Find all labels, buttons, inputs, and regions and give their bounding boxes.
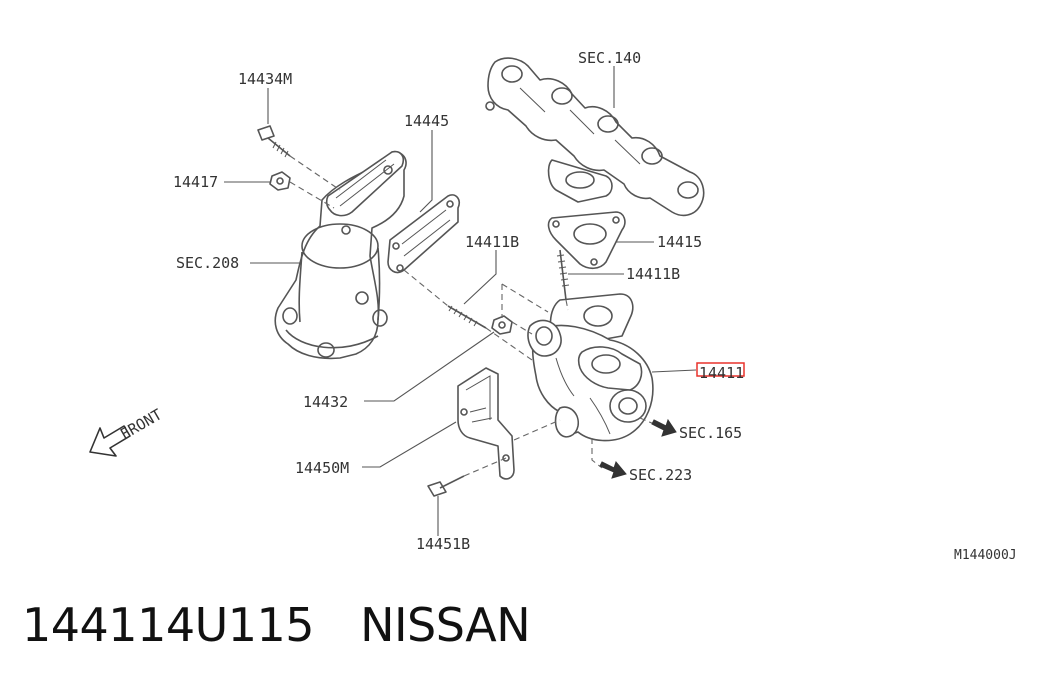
callout-14415: 14415 (657, 233, 702, 251)
nut-14432 (491, 315, 513, 335)
gasket-14415 (547, 211, 626, 270)
callout-14434M: 14434M (238, 70, 292, 88)
callout-14411: 14411 (699, 364, 744, 382)
assembly-lines (289, 155, 655, 477)
stud-14411B-right (556, 249, 570, 301)
front-arrow-icon (89, 425, 131, 457)
bolt-14434M (257, 125, 291, 158)
leader-lines (224, 66, 697, 536)
callout-14417: 14417 (173, 173, 218, 191)
exploded-parts-diagram: 14434M 14445 SEC.140 14417 14411B 14415 … (89, 49, 1017, 563)
brand-name: NISSAN (360, 598, 531, 652)
turbocharger (527, 293, 654, 442)
callout-14432: 14432 (303, 393, 348, 411)
bracket-14450M (457, 367, 515, 480)
sec165-arrow (651, 418, 677, 437)
bolt-14451B (427, 475, 465, 497)
front-label: FRONT (117, 405, 165, 443)
callout-14411B-left: 14411B (465, 233, 519, 251)
callout-sec165: SEC.165 (679, 424, 742, 442)
catalytic-converter (274, 150, 407, 360)
callout-14450M: 14450M (295, 459, 349, 477)
callout-sec208: SEC.208 (176, 254, 239, 272)
callout-14451B: 14451B (416, 535, 470, 553)
callout-sec223: SEC.223 (629, 466, 692, 484)
part-number: 144114U115 (22, 598, 315, 652)
callout-14411B-right: 14411B (626, 265, 680, 283)
nut-14417 (269, 171, 291, 191)
exhaust-manifold (485, 57, 705, 217)
callout-14445: 14445 (404, 112, 449, 130)
sec223-arrow (599, 460, 627, 479)
figure-reference: M144000J (954, 548, 1017, 563)
callout-sec140: SEC.140 (578, 49, 641, 67)
stud-14411B-left (447, 305, 487, 329)
caption: 144114U115 NISSAN (22, 598, 531, 652)
highlight-box (696, 362, 745, 377)
gasket-14445 (387, 194, 461, 274)
